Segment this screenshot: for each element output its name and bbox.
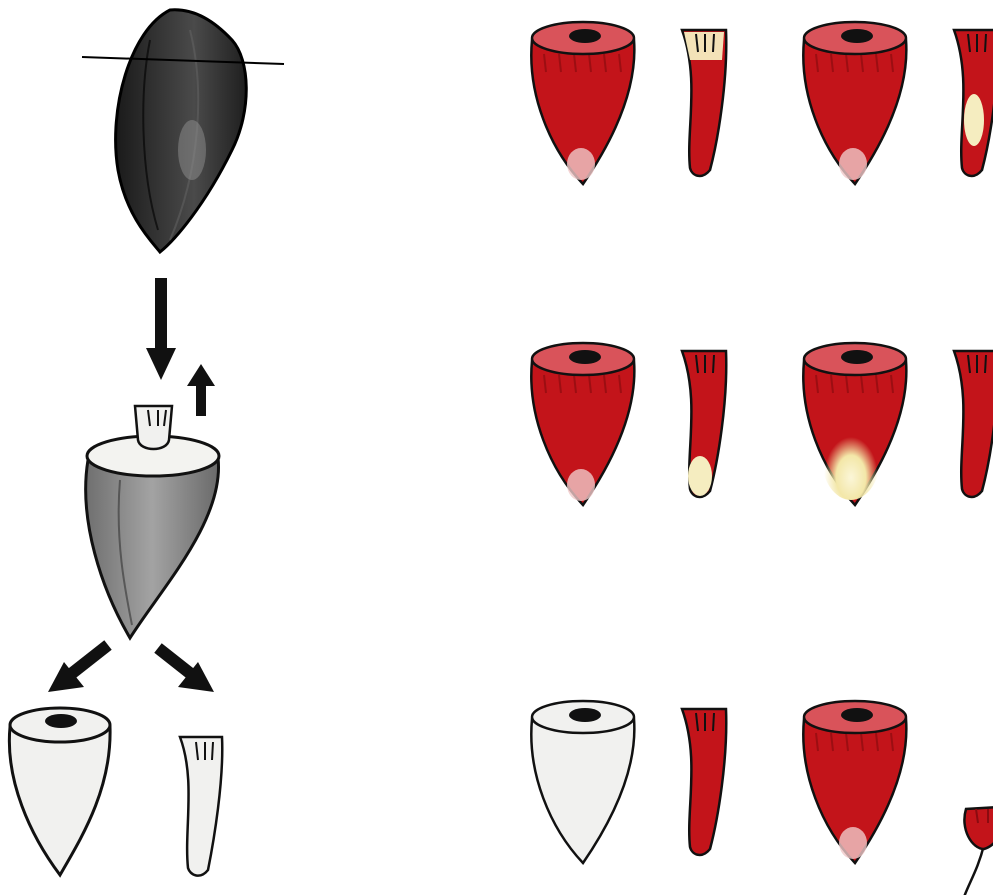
specimen-tissue-r2-c2 xyxy=(954,351,993,497)
specimen-apex-r1-c2 xyxy=(803,22,906,184)
specimen-apex-r2-c1 xyxy=(531,343,634,505)
unstained-tissue xyxy=(180,737,222,876)
specimen-grid xyxy=(531,22,993,895)
specimen-tissue-r2-c1 xyxy=(682,351,726,497)
specimen-tissue-r3-c2 xyxy=(964,807,993,895)
cannula-top xyxy=(135,406,172,449)
perfused-apex xyxy=(86,406,219,638)
right-diagonal-arrow xyxy=(158,648,214,692)
specimen-apex-r1-c1 xyxy=(531,22,634,184)
specimen-tissue-r3-c1 xyxy=(682,709,726,855)
specimen-tissue-r1-c2 xyxy=(954,30,993,176)
specimen-apex-r2-c2 xyxy=(803,343,906,505)
separated-unstained xyxy=(9,708,222,876)
specimen-apex-r3-c2 xyxy=(803,701,906,863)
specimen-tissue-r1-c1 xyxy=(682,30,726,176)
left-diagonal-arrow xyxy=(48,645,108,692)
upward-arrow xyxy=(187,364,215,416)
intact-heart xyxy=(116,10,247,252)
downward-arrow xyxy=(146,278,176,380)
unstained-apex xyxy=(9,708,110,875)
specimen-apex-r3-c1 xyxy=(531,701,634,863)
